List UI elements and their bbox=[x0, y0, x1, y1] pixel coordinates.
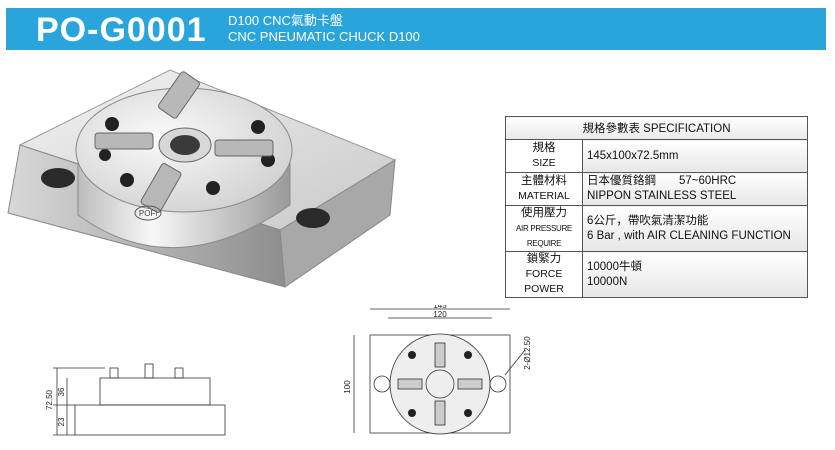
jaw bbox=[158, 71, 200, 119]
spec-label-zh: 主體材料 bbox=[521, 175, 567, 187]
top-view-drawing: 145 120 100 2-Ø12.50 bbox=[343, 305, 532, 435]
spec-value: 6 Bar , with AIR CLEANING FUNCTION bbox=[587, 229, 791, 242]
spec-title: 規格參數表 SPECIFICATION bbox=[505, 116, 808, 140]
dim-height-base: 23 bbox=[57, 417, 66, 426]
bolt-hole bbox=[251, 120, 265, 134]
spec-value: 10000牛頓 bbox=[587, 260, 642, 273]
jaw bbox=[214, 139, 274, 157]
spec-value: NIPPON STAINLESS STEEL bbox=[587, 190, 737, 202]
mount-hole-right bbox=[296, 208, 330, 228]
product-photo: POFi bbox=[7, 69, 397, 288]
bolt-hole bbox=[105, 117, 119, 131]
bore-circle bbox=[425, 369, 455, 399]
chuck-outline bbox=[99, 377, 211, 406]
mount-hole bbox=[373, 375, 391, 393]
base-plate-side bbox=[279, 159, 396, 288]
jaw-outline bbox=[109, 367, 119, 379]
subtitle-english: CNC PNEUMATIC CHUCK D100 bbox=[228, 29, 420, 44]
subtitle-chinese: D100 CNC氣動卡盤 bbox=[228, 13, 343, 28]
spec-value: 6公斤，帶吹氣清潔功能 bbox=[587, 214, 709, 227]
bolt-hole bbox=[120, 173, 134, 187]
base-outline bbox=[74, 404, 226, 436]
dim-width-holes: 120 bbox=[433, 310, 447, 319]
center-bore-hole bbox=[170, 135, 200, 155]
dim-hole-diameter: 2-Ø12.50 bbox=[523, 336, 532, 370]
title-banner: PO-G0001 D100 CNC氣動卡盤 CNC PNEUMATIC CHUC… bbox=[6, 8, 826, 50]
spec-label-en: SIZE bbox=[532, 157, 556, 169]
bolt-hole bbox=[206, 181, 220, 195]
spec-label-zh: 使用壓力 bbox=[521, 207, 567, 219]
spec-label-en: AIR PRESSURE REQUIRE bbox=[516, 224, 572, 248]
jaw bbox=[94, 132, 154, 150]
specification-table: 規格參數表 SPECIFICATION 規格 SIZE 145x100x72.5m… bbox=[505, 116, 808, 298]
spec-row-material: 主體材料 MATERIAL 日本優質鉻鋼 57~60HRC NIPPON STAIN… bbox=[505, 172, 808, 206]
spec-value: 10000N bbox=[587, 275, 628, 288]
jaw-outline bbox=[174, 367, 184, 379]
spec-label-en: FORCE POWER bbox=[524, 268, 564, 295]
brand-logo bbox=[134, 205, 162, 221]
spec-label-en: MATERIAL bbox=[518, 190, 570, 202]
bolt-hole bbox=[99, 149, 111, 161]
spec-value: 145x100x72.5mm bbox=[587, 149, 679, 162]
product-code: PO-G0001 bbox=[36, 11, 207, 49]
dim-depth: 100 bbox=[343, 380, 352, 394]
dim-height-total: 72.50 bbox=[45, 389, 54, 410]
dim-width-total: 145 bbox=[433, 305, 447, 310]
spec-label-zh: 規格 bbox=[532, 142, 556, 154]
mount-hole-left bbox=[41, 168, 75, 188]
dim-height-chuck: 36 bbox=[57, 387, 66, 396]
spec-value: 日本優質鉻鋼 57~60HRC bbox=[587, 175, 737, 187]
jaw-outline bbox=[144, 363, 154, 379]
mount-hole bbox=[489, 375, 507, 393]
jaw bbox=[140, 163, 182, 213]
spec-row-force: 鎖緊力 FORCE POWER 10000牛頓 10000N bbox=[505, 251, 808, 298]
spec-row-size: 規格 SIZE 145x100x72.5mm bbox=[505, 139, 808, 173]
brand-logo-text: POFi bbox=[139, 209, 157, 218]
spec-row-pressure: 使用壓力 AIR PRESSURE REQUIRE 6公斤，帶吹氣清潔功能 6 Ba… bbox=[505, 205, 808, 252]
side-view-drawing: 72.50 36 23 bbox=[45, 363, 226, 436]
spec-label-zh: 鎖緊力 bbox=[526, 253, 562, 265]
